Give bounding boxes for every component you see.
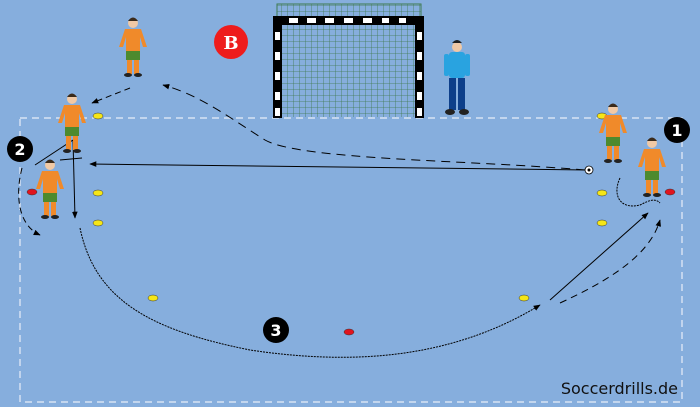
goalkeeper	[444, 40, 470, 115]
yellow-cone	[92, 219, 104, 227]
player	[638, 137, 666, 197]
run-arrow	[18, 167, 41, 236]
pass-arrow	[72, 139, 78, 219]
red-cone	[343, 328, 355, 336]
red-cone	[664, 188, 676, 196]
field-boundary	[19, 117, 683, 403]
dribble-path	[616, 177, 661, 207]
badge-b: B	[214, 25, 248, 59]
run-arrow	[559, 219, 661, 304]
player	[119, 17, 147, 77]
yellow-cone	[518, 294, 530, 302]
red-cone	[26, 188, 38, 196]
player	[36, 159, 64, 219]
pass-arrow	[549, 212, 649, 301]
run-arrow	[162, 83, 586, 171]
watermark: Soccerdrills.de	[560, 379, 678, 398]
pass-arrow	[89, 161, 589, 171]
station-2-marker: 2	[7, 136, 33, 162]
station-3-label: 3	[270, 321, 281, 340]
yellow-cone	[147, 294, 159, 302]
goal	[273, 3, 424, 118]
badge-b-label: B	[223, 33, 238, 54]
station-2-label: 2	[14, 140, 25, 159]
player	[58, 93, 86, 153]
station-1-label: 1	[671, 121, 682, 140]
dribble-path	[79, 227, 541, 358]
yellow-cone	[92, 189, 104, 197]
station-3-marker: 3	[263, 317, 289, 343]
station-1-marker: 1	[664, 117, 690, 143]
pass-arrow	[59, 157, 83, 161]
yellow-cone	[92, 112, 104, 120]
yellow-cone	[596, 219, 608, 227]
yellow-cone	[596, 189, 608, 197]
run-arrow	[91, 87, 131, 104]
ball	[584, 165, 594, 175]
player	[599, 103, 627, 163]
paths	[18, 83, 661, 358]
